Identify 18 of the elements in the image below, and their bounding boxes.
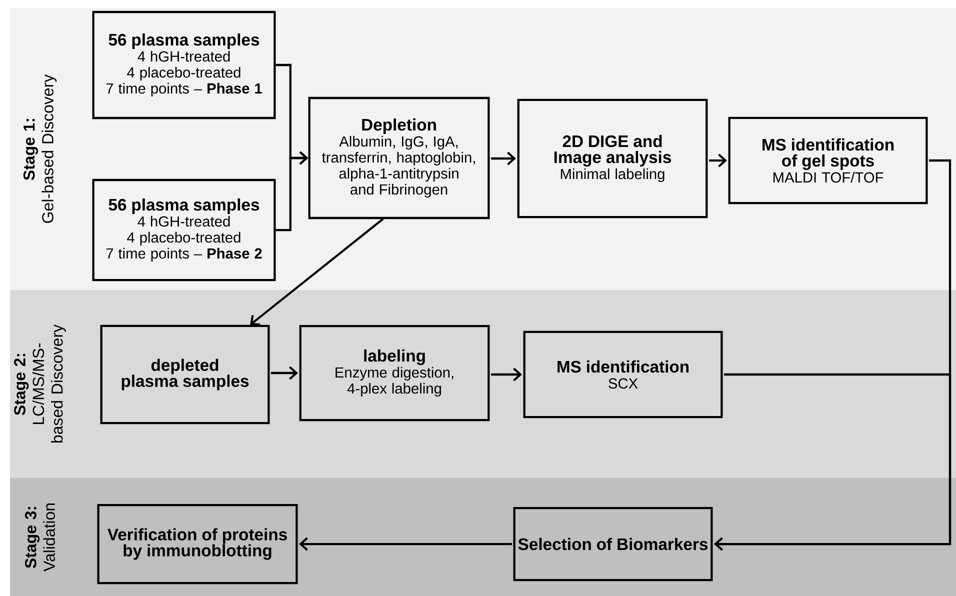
process-box: 2D DIGE and Image analysis Minimal labeling <box>517 98 708 218</box>
process-box: Verification of proteins by immunoblotting <box>97 504 298 584</box>
process-box: MS identification of gel spots MALDI TOF/TOF <box>728 116 928 204</box>
arrow <box>714 373 952 551</box>
arrow <box>299 537 512 551</box>
arrow <box>271 366 298 380</box>
process-box: Depletion Albumin, IgG, IgA, transferrin, haptoglobin, alpha-1-antitrypsin and Fibrinogen <box>308 96 490 220</box>
process-box: labeling Enzyme digestion, 4-plex labeling <box>299 324 490 422</box>
arrow <box>709 154 728 168</box>
process-box: Selection of Biomarkers <box>513 506 713 582</box>
process-box: 56 plasma samples 4 hGH-treated 4 placebo-treated 7 time points – Phase 2 <box>92 178 276 282</box>
arrow <box>276 151 308 232</box>
process-box: 56 plasma samples 4 hGH-treated 4 placebo-treated 7 time points – Phase 1 <box>92 10 276 120</box>
arrow <box>250 218 384 326</box>
process-box: depleted plasma samples <box>100 324 270 424</box>
arrow <box>491 152 516 166</box>
arrow <box>491 368 522 382</box>
process-box: MS identification SCX <box>523 330 723 418</box>
